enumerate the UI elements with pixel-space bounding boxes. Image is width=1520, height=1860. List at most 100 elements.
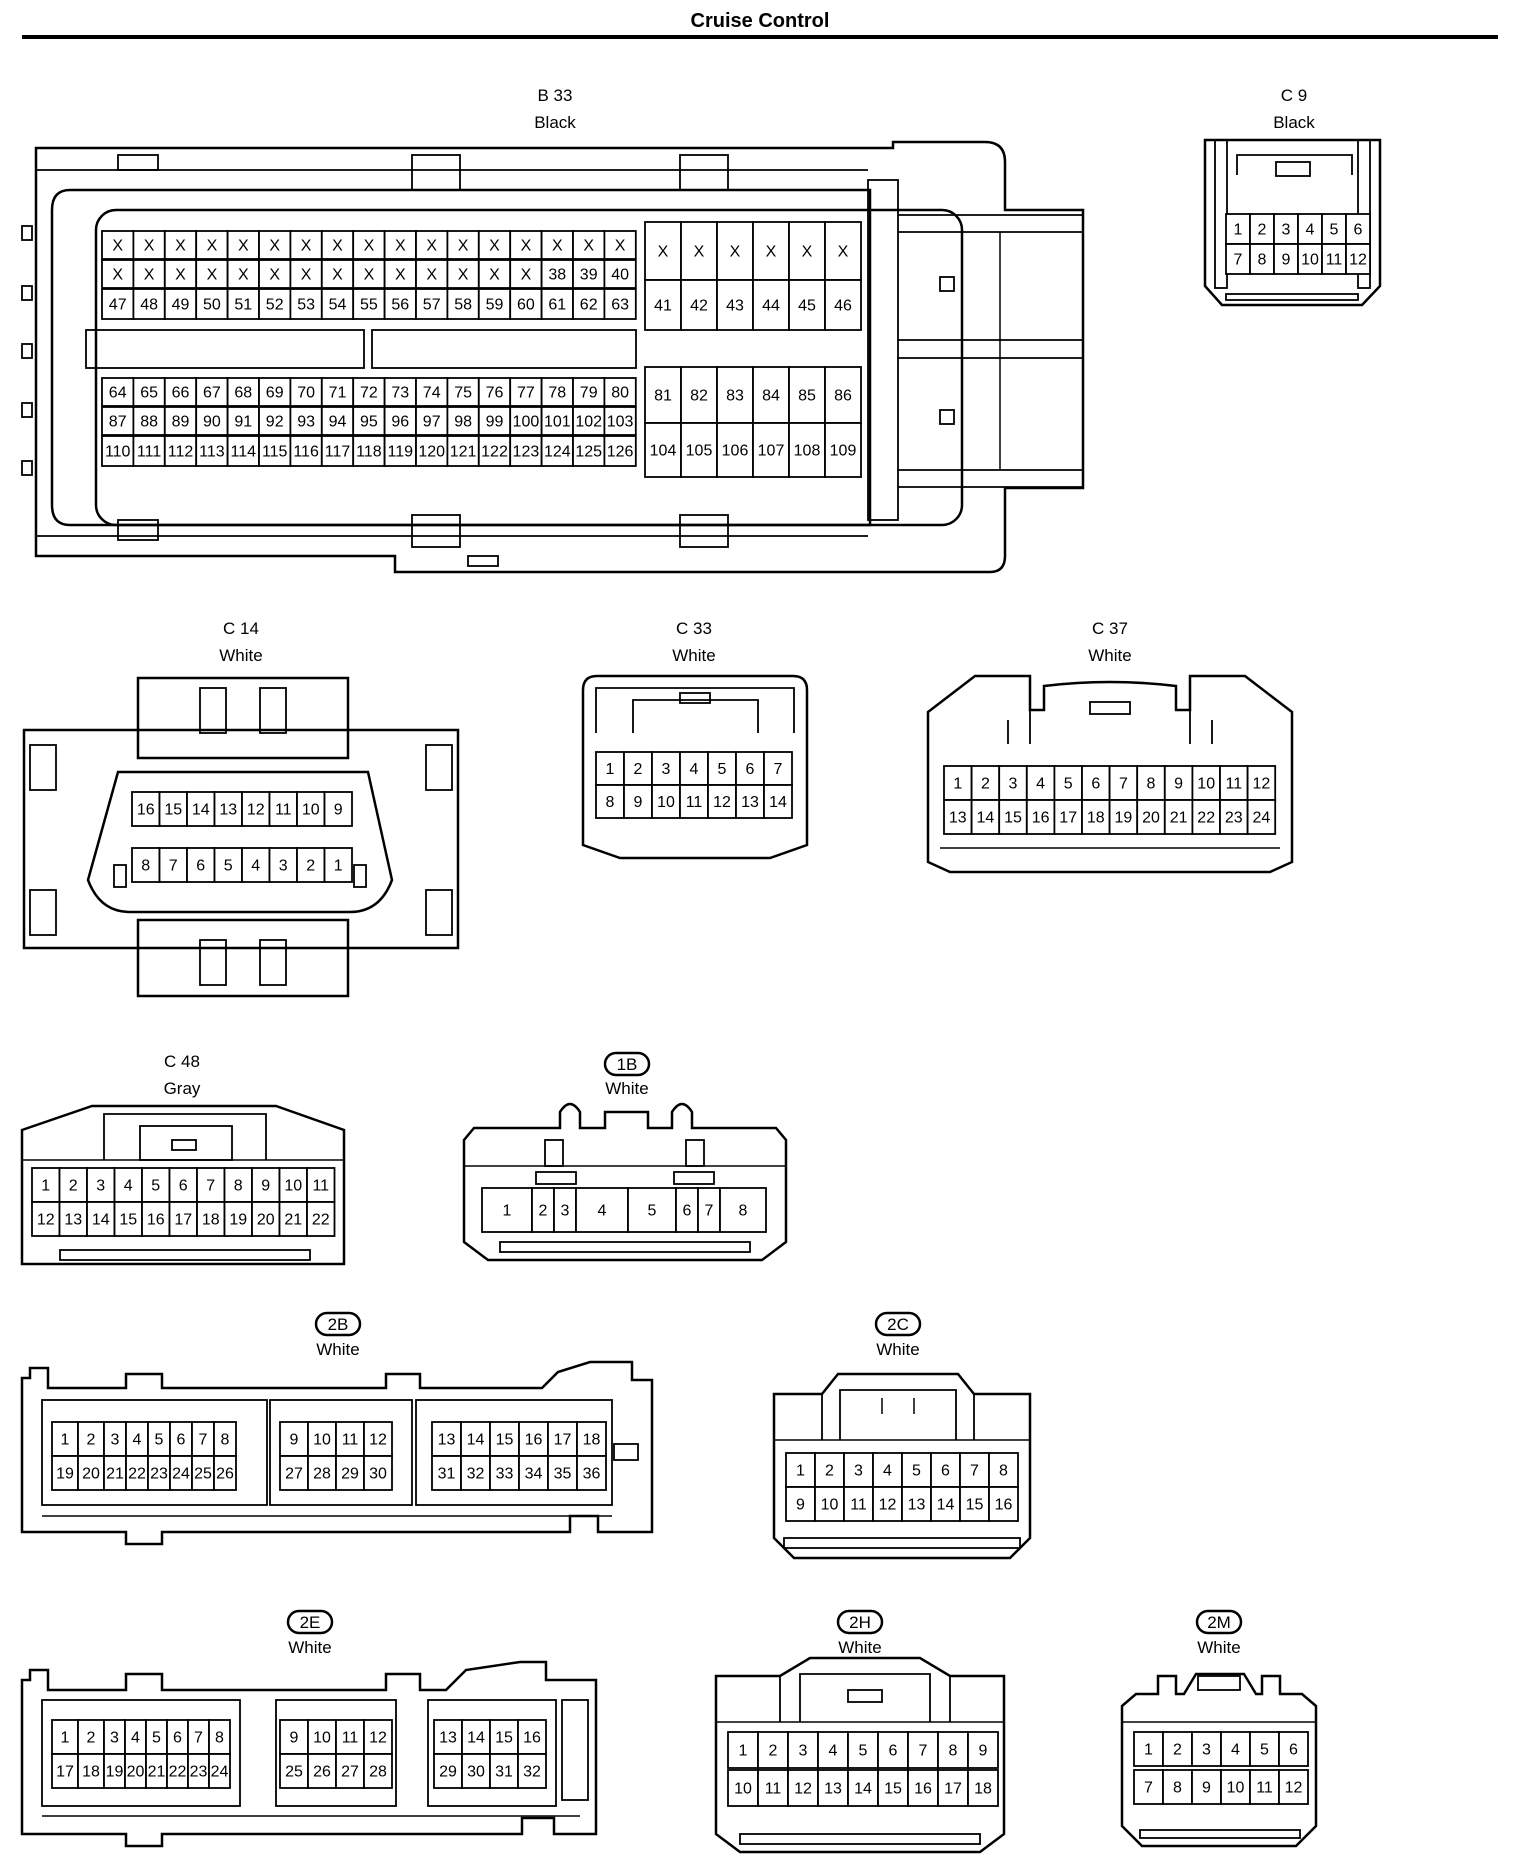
pin-label: 9 xyxy=(334,802,343,819)
pin-label: 15 xyxy=(495,1730,513,1747)
pin-cell xyxy=(363,1753,393,1789)
pin-label: 38 xyxy=(548,267,566,284)
pin-label: 70 xyxy=(297,385,315,402)
pin-cell xyxy=(132,377,166,407)
pin-label: X xyxy=(301,267,312,284)
pin-label: 11 xyxy=(686,794,703,811)
pin-cell xyxy=(752,366,790,424)
pin-cell xyxy=(572,377,606,407)
pin-label: 52 xyxy=(266,297,284,314)
pin-label: 5 xyxy=(224,858,233,875)
pin-label: 18 xyxy=(1087,810,1105,827)
pin-label: 1 xyxy=(1234,222,1243,239)
connector-color-c33: White xyxy=(672,646,715,665)
pin-cell xyxy=(268,791,298,827)
pin-cell xyxy=(163,259,198,289)
pin-label: 10 xyxy=(1197,776,1215,793)
pin-label: 18 xyxy=(974,1781,992,1798)
pin-label: 9 xyxy=(261,1178,270,1195)
pin-label: 15 xyxy=(1004,810,1022,827)
pin-label: 7 xyxy=(919,1743,928,1760)
pin-cell xyxy=(901,1486,932,1522)
pin-label: 24 xyxy=(172,1466,190,1483)
pin-cell xyxy=(752,279,790,331)
pin-label: 3 xyxy=(1202,1742,1211,1759)
pin-cell xyxy=(716,279,754,331)
pin-label: X xyxy=(521,238,532,255)
connector-color-c14: White xyxy=(219,646,262,665)
pin-cell xyxy=(752,221,790,281)
pin-cell xyxy=(998,799,1028,835)
pin-label: X xyxy=(175,238,186,255)
pin-label: 5 xyxy=(718,761,727,778)
pin-cell xyxy=(258,377,292,407)
pin-cell xyxy=(1273,213,1299,245)
pin-label: 12 xyxy=(369,1730,387,1747)
pin-label: 10 xyxy=(734,1781,752,1798)
pin-label: 35 xyxy=(554,1466,572,1483)
pin-label: 2 xyxy=(306,858,315,875)
pin-label: X xyxy=(458,238,469,255)
pin-label: 122 xyxy=(481,444,508,461)
connector-color-2c: White xyxy=(876,1340,919,1359)
pin-label: 7 xyxy=(1119,776,1128,793)
pin-label: 21 xyxy=(284,1212,302,1229)
pin-cell xyxy=(77,1753,105,1789)
pin-label: 16 xyxy=(1032,810,1050,827)
pin-cell xyxy=(1191,799,1221,835)
pin-cell xyxy=(1297,243,1323,275)
pin-cell xyxy=(943,799,973,835)
pin-label: 13 xyxy=(741,794,759,811)
pin-label: 7 xyxy=(774,761,783,778)
pin-label: 11 xyxy=(1326,252,1343,269)
pin-label: 3 xyxy=(561,1203,570,1220)
pin-cell xyxy=(1191,1731,1222,1767)
pin-label: 123 xyxy=(513,444,540,461)
pin-label: 95 xyxy=(360,414,378,431)
pin-label: X xyxy=(489,267,500,284)
pin-label: 9 xyxy=(796,1497,805,1514)
pin-cell xyxy=(208,1753,231,1789)
pin-label: 85 xyxy=(798,388,816,405)
connector-color-c48: Gray xyxy=(164,1079,201,1098)
pin-label: 8 xyxy=(141,858,150,875)
pin-cell xyxy=(603,377,637,407)
pin-label: 8 xyxy=(1173,1780,1182,1797)
pin-cell xyxy=(1162,1769,1193,1805)
pin-cell xyxy=(132,435,166,467)
pin-label: 3 xyxy=(96,1178,105,1195)
pin-label: 25 xyxy=(194,1466,212,1483)
pin-cell xyxy=(719,1187,767,1233)
pin-label: 2 xyxy=(539,1203,548,1220)
pin-label: 12 xyxy=(879,1497,897,1514)
pin-cell xyxy=(335,1421,365,1457)
pin-cell xyxy=(1163,765,1194,801)
pin-label: 4 xyxy=(883,1463,892,1480)
pin-label: 8 xyxy=(221,1432,230,1449)
pin-label: 3 xyxy=(854,1463,863,1480)
connector-code-2e: 2E xyxy=(300,1613,321,1632)
pin-cell xyxy=(320,406,355,436)
pin-label: 101 xyxy=(544,414,571,431)
pin-label: 10 xyxy=(657,794,675,811)
pin-label: 12 xyxy=(1285,1780,1303,1797)
pin-cell xyxy=(843,1486,874,1522)
pin-label: X xyxy=(301,238,312,255)
pin-label: 14 xyxy=(769,794,787,811)
pin-cell xyxy=(603,230,637,260)
pin-label: 13 xyxy=(64,1212,82,1229)
pin-label: 28 xyxy=(313,1466,331,1483)
pin-cell xyxy=(540,406,574,436)
pin-cell xyxy=(86,1201,116,1237)
pin-cell xyxy=(296,791,326,827)
pin-cell xyxy=(1278,1769,1309,1805)
pin-cell xyxy=(251,1201,281,1237)
pin-cell xyxy=(763,784,793,819)
pin-label: X xyxy=(112,238,123,255)
pin-label: 27 xyxy=(341,1764,359,1781)
